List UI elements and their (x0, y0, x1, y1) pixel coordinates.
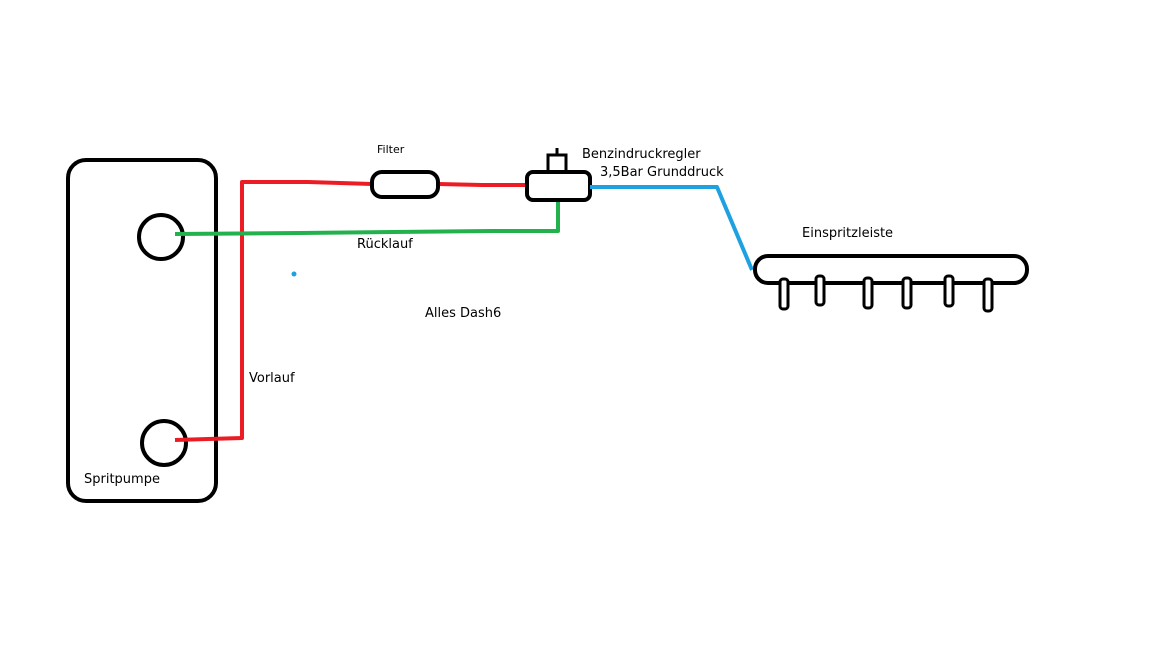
note-label: Alles Dash6 (425, 306, 501, 321)
injector (901, 276, 913, 310)
return-line (174, 200, 560, 236)
injector (943, 274, 955, 308)
feed-line-label: Vorlauf (249, 371, 295, 386)
regulator-label: Benzindruckregler (582, 147, 701, 162)
base-pressure-label: 3,5Bar Grunddruck (600, 165, 724, 180)
regulator-body (525, 170, 592, 202)
feed-line-to-filter (174, 180, 373, 442)
pump-body (66, 158, 218, 503)
injector (814, 274, 826, 307)
regulator-cap (546, 153, 568, 174)
feed-line-to-regulator (437, 182, 526, 187)
pump-outlet-port (140, 419, 188, 467)
stray-dot (291, 271, 297, 277)
return-line-label: Rücklauf (357, 237, 413, 252)
injector (778, 277, 790, 311)
fuel-rail-body (753, 254, 1029, 285)
filter-body (370, 170, 440, 199)
filter-label: Filter (377, 143, 405, 156)
injector (862, 276, 874, 310)
pump-label: Spritpumpe (84, 472, 160, 487)
pressure-line (590, 185, 754, 271)
injector (982, 277, 994, 313)
fuel-rail-label: Einspritzleiste (802, 226, 893, 241)
pump-return-port (137, 213, 185, 261)
